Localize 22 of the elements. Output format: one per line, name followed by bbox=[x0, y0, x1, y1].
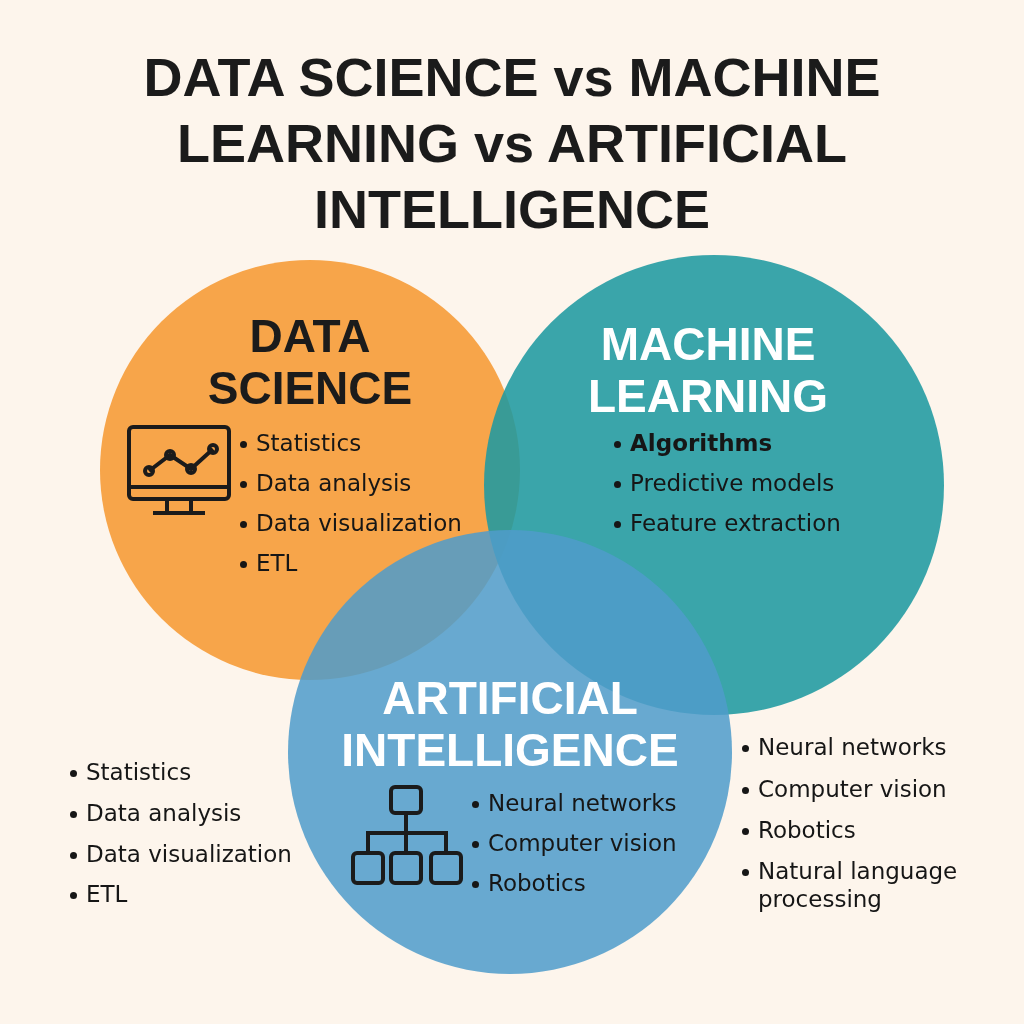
list-item: Robotics bbox=[470, 869, 586, 897]
list-item: Natural language processing bbox=[740, 857, 998, 913]
circle-heading: DATA SCIENCE bbox=[206, 310, 414, 414]
list-item: Feature extraction bbox=[612, 509, 841, 537]
list-item: Algorithms bbox=[612, 429, 773, 457]
list-item: Neural networks bbox=[740, 733, 947, 761]
list-item: Neural networks bbox=[470, 789, 677, 817]
list-item: Data analysis bbox=[238, 469, 412, 497]
circle-heading: MACHINE LEARNING bbox=[586, 318, 830, 422]
list-item: Predictive models bbox=[612, 469, 835, 497]
list-item: Computer vision bbox=[470, 829, 677, 857]
title: DATA SCIENCE vs MACHINE LEARNING vs ARTIFICIAL INTELLIGENCE bbox=[142, 46, 882, 241]
list-item: Data analysis bbox=[68, 799, 242, 827]
list-item: ETL bbox=[68, 880, 128, 908]
list-item: Statistics bbox=[68, 758, 192, 786]
list-item: Computer vision bbox=[740, 775, 947, 803]
list-item: Data visualization bbox=[238, 509, 462, 537]
list-item: Statistics bbox=[238, 429, 362, 457]
list-item: Data visualization bbox=[68, 840, 292, 868]
circle-heading: ARTIFICIAL INTELLIGENCE bbox=[340, 672, 680, 776]
list-item: ETL bbox=[238, 549, 298, 577]
list-item: Robotics bbox=[740, 816, 856, 844]
